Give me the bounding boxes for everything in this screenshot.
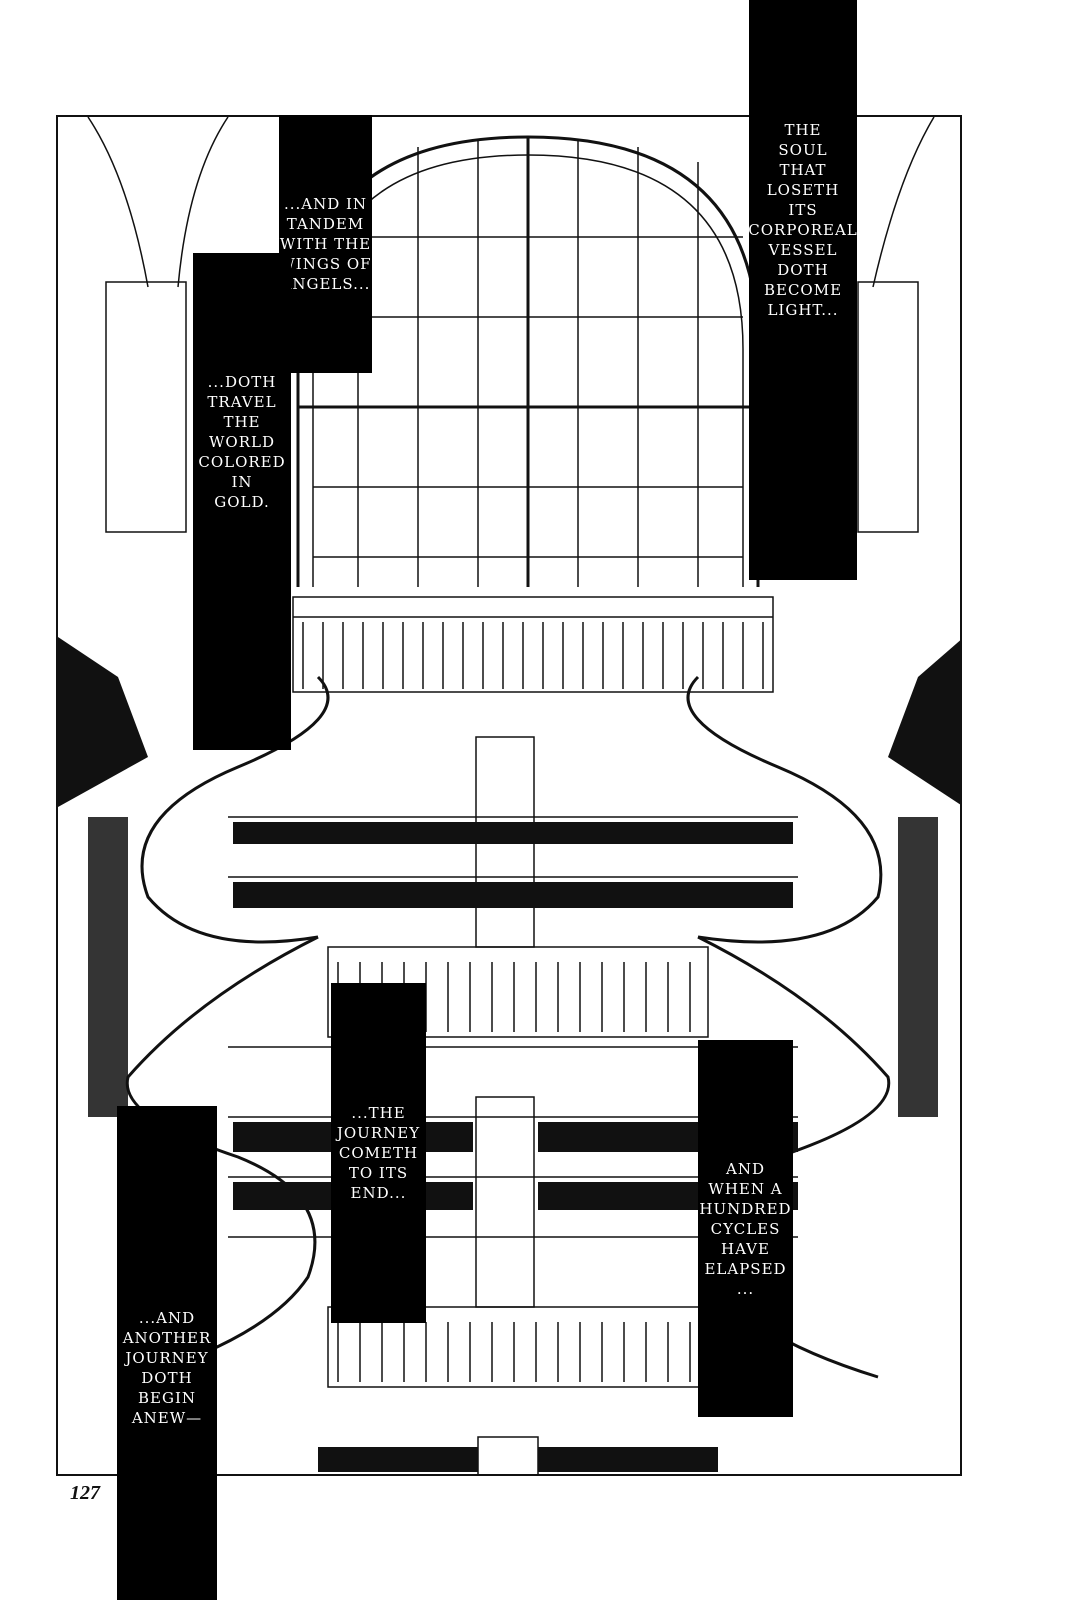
page-number: 127	[70, 1482, 100, 1504]
caption-travel: ...DOTH TRAVEL THE WORLD COLORED IN GOLD…	[193, 253, 291, 750]
caption-journey: ...THE JOURNEY COMETH TO ITS END...	[331, 983, 426, 1323]
caption-text: ...AND IN TANDEM WITH THE WINGS OF ANGEL…	[279, 195, 372, 293]
right-arch	[872, 117, 935, 288]
caption-soul: THE SOUL THAT LOSETH ITS CORPOREAL VESSE…	[748, 0, 858, 580]
library-illustration	[58, 117, 960, 1474]
right-column	[857, 281, 919, 533]
left-column	[105, 281, 187, 533]
center-pillar-bottom	[475, 1096, 535, 1308]
caption-cycles: AND WHEN A HUNDRED CYCLES HAVE ELAPSED .…	[698, 1040, 793, 1417]
left-arch	[87, 117, 149, 288]
left-spiral-rail	[140, 675, 330, 944]
caption-text: AND WHEN A HUNDRED CYCLES HAVE ELAPSED .…	[699, 1159, 792, 1298]
caption-text: THE SOUL THAT LOSETH ITS CORPOREAL VESSE…	[748, 121, 858, 319]
bookshelves	[88, 817, 938, 1472]
caption-text: ...THE JOURNEY COMETH TO ITS END...	[336, 1104, 421, 1202]
caption-text: ...AND ANOTHER JOURNEY DOTH BEGIN ANEW—	[122, 1309, 212, 1427]
caption-tandem: ...AND IN TANDEM WITH THE WINGS OF ANGEL…	[279, 115, 372, 373]
caption-another: ...AND ANOTHER JOURNEY DOTH BEGIN ANEW—	[117, 1106, 217, 1600]
caption-text: ...DOTH TRAVEL THE WORLD COLORED IN GOLD…	[198, 372, 286, 511]
right-spiral-rail	[686, 675, 883, 944]
upper-balcony	[292, 596, 774, 693]
